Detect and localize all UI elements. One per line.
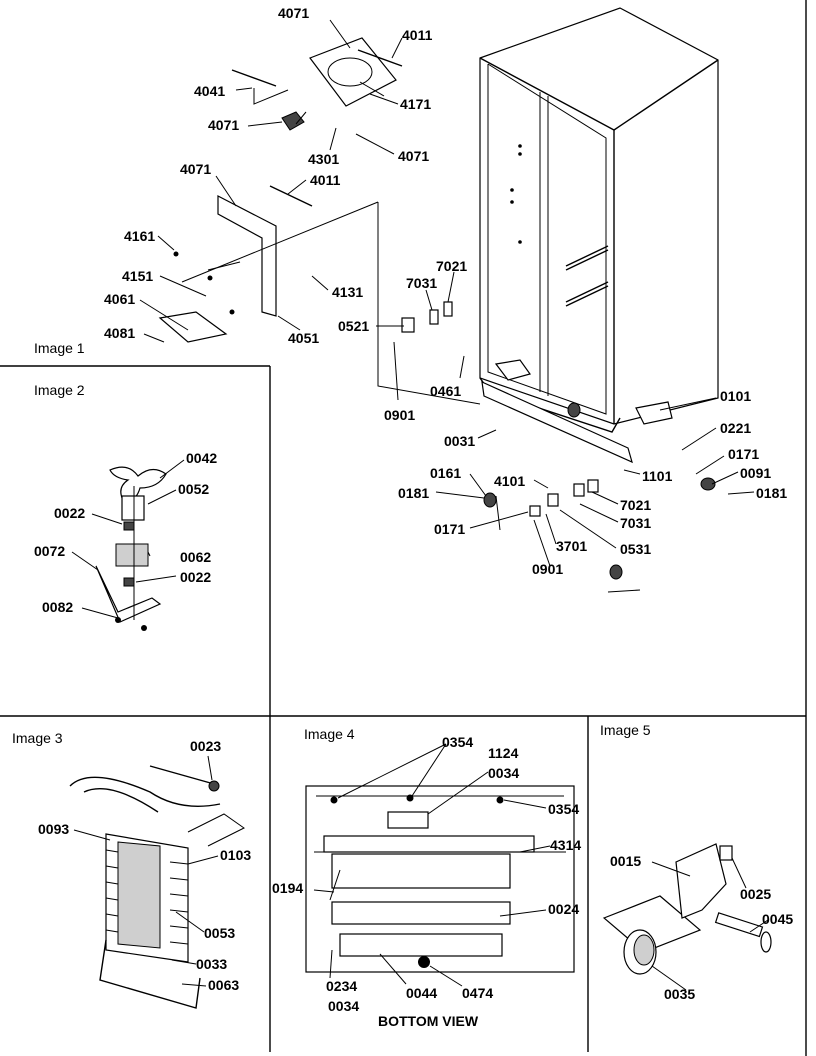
callout-4041: 4041	[194, 83, 225, 99]
image3-title: Image 3	[12, 730, 63, 746]
callout-4081: 4081	[104, 325, 135, 341]
callout-4071: 4071	[278, 5, 309, 21]
fan-motor-drawing	[95, 466, 167, 631]
callout-0354: 0354	[548, 801, 579, 817]
base-rail-assembly	[401, 301, 716, 593]
callout-4131: 4131	[332, 284, 363, 300]
callout-0181: 0181	[756, 485, 787, 501]
image5-leader-lines	[651, 857, 769, 991]
callout-0181: 0181	[398, 485, 429, 501]
callout-0221: 0221	[720, 420, 751, 436]
callout-7021: 7021	[620, 497, 651, 513]
callout-0234: 0234	[326, 978, 357, 994]
bottom-view-drawing	[305, 785, 575, 973]
callout-4071: 4071	[180, 161, 211, 177]
callout-0093: 0093	[38, 821, 69, 837]
callout-4061: 4061	[104, 291, 135, 307]
image3-leader-lines	[73, 755, 219, 987]
callout-0044: 0044	[406, 985, 437, 1001]
callout-4161: 4161	[124, 228, 155, 244]
cabinet-assembly	[479, 7, 719, 433]
callout-0072: 0072	[34, 543, 65, 559]
callout-0531: 0531	[620, 541, 651, 557]
callout-0035: 0035	[664, 986, 695, 1002]
main-leader-lines	[139, 19, 755, 567]
callout-0171: 0171	[434, 521, 465, 537]
callout-0042: 0042	[186, 450, 217, 466]
evaporator-drawing	[69, 765, 245, 1009]
callout-0194: 0194	[272, 880, 303, 896]
image4-leader-lines	[313, 743, 551, 987]
callout-0052: 0052	[178, 481, 209, 497]
callout-0045: 0045	[762, 911, 793, 927]
wheel-assembly-drawing	[602, 843, 772, 975]
callout-0161: 0161	[430, 465, 461, 481]
callout-0034: 0034	[328, 998, 359, 1014]
callout-4101: 4101	[494, 473, 525, 489]
callout-0034: 0034	[488, 765, 519, 781]
image2-leader-lines	[71, 459, 185, 619]
callout-1101: 1101	[642, 468, 673, 484]
image2-title: Image 2	[34, 382, 85, 398]
callout-0025: 0025	[740, 886, 771, 902]
callout-4011: 4011	[402, 27, 433, 43]
image4-title: Image 4	[304, 726, 355, 742]
image1-title: Image 1	[34, 340, 85, 356]
callout-0521: 0521	[338, 318, 369, 334]
evaporator-fan-assembly	[231, 37, 403, 131]
callout-0474: 0474	[462, 985, 493, 1001]
bottom-view-caption: BOTTOM VIEW	[378, 1013, 479, 1029]
callout-0053: 0053	[204, 925, 235, 941]
callout-4171: 4171	[400, 96, 431, 112]
callout-0103: 0103	[220, 847, 251, 863]
callout-0063: 0063	[208, 977, 239, 993]
callout-0354: 0354	[442, 734, 473, 750]
callout-0901: 0901	[532, 561, 563, 577]
callout-0023: 0023	[190, 738, 221, 754]
callout-0461: 0461	[430, 383, 461, 399]
image5-title: Image 5	[600, 722, 651, 738]
callout-0091: 0091	[740, 465, 771, 481]
callout-4071: 4071	[208, 117, 239, 133]
callout-0031: 0031	[444, 433, 475, 449]
callout-7021: 7021	[436, 258, 467, 274]
callout-0101: 0101	[720, 388, 751, 404]
callout-4301: 4301	[308, 151, 339, 167]
coil-tubes	[105, 849, 189, 945]
callout-0022: 0022	[180, 569, 211, 585]
callout-0015: 0015	[610, 853, 641, 869]
callout-7031: 7031	[620, 515, 651, 531]
callout-4071: 4071	[398, 148, 429, 164]
evaporator-cover	[158, 185, 481, 405]
callout-3701: 3701	[556, 538, 587, 554]
callout-0024: 0024	[548, 901, 579, 917]
callout-0082: 0082	[42, 599, 73, 615]
callout-4151: 4151	[122, 268, 153, 284]
callout-7031: 7031	[406, 275, 437, 291]
callout-0022: 0022	[54, 505, 85, 521]
callout-0171: 0171	[728, 446, 759, 462]
callout-4051: 4051	[288, 330, 319, 346]
callout-4314: 4314	[550, 837, 581, 853]
callout-0033: 0033	[196, 956, 227, 972]
callout-0062: 0062	[180, 549, 211, 565]
callout-4011: 4011	[310, 172, 341, 188]
callout-1124: 1124	[488, 745, 519, 761]
callout-0901: 0901	[384, 407, 415, 423]
